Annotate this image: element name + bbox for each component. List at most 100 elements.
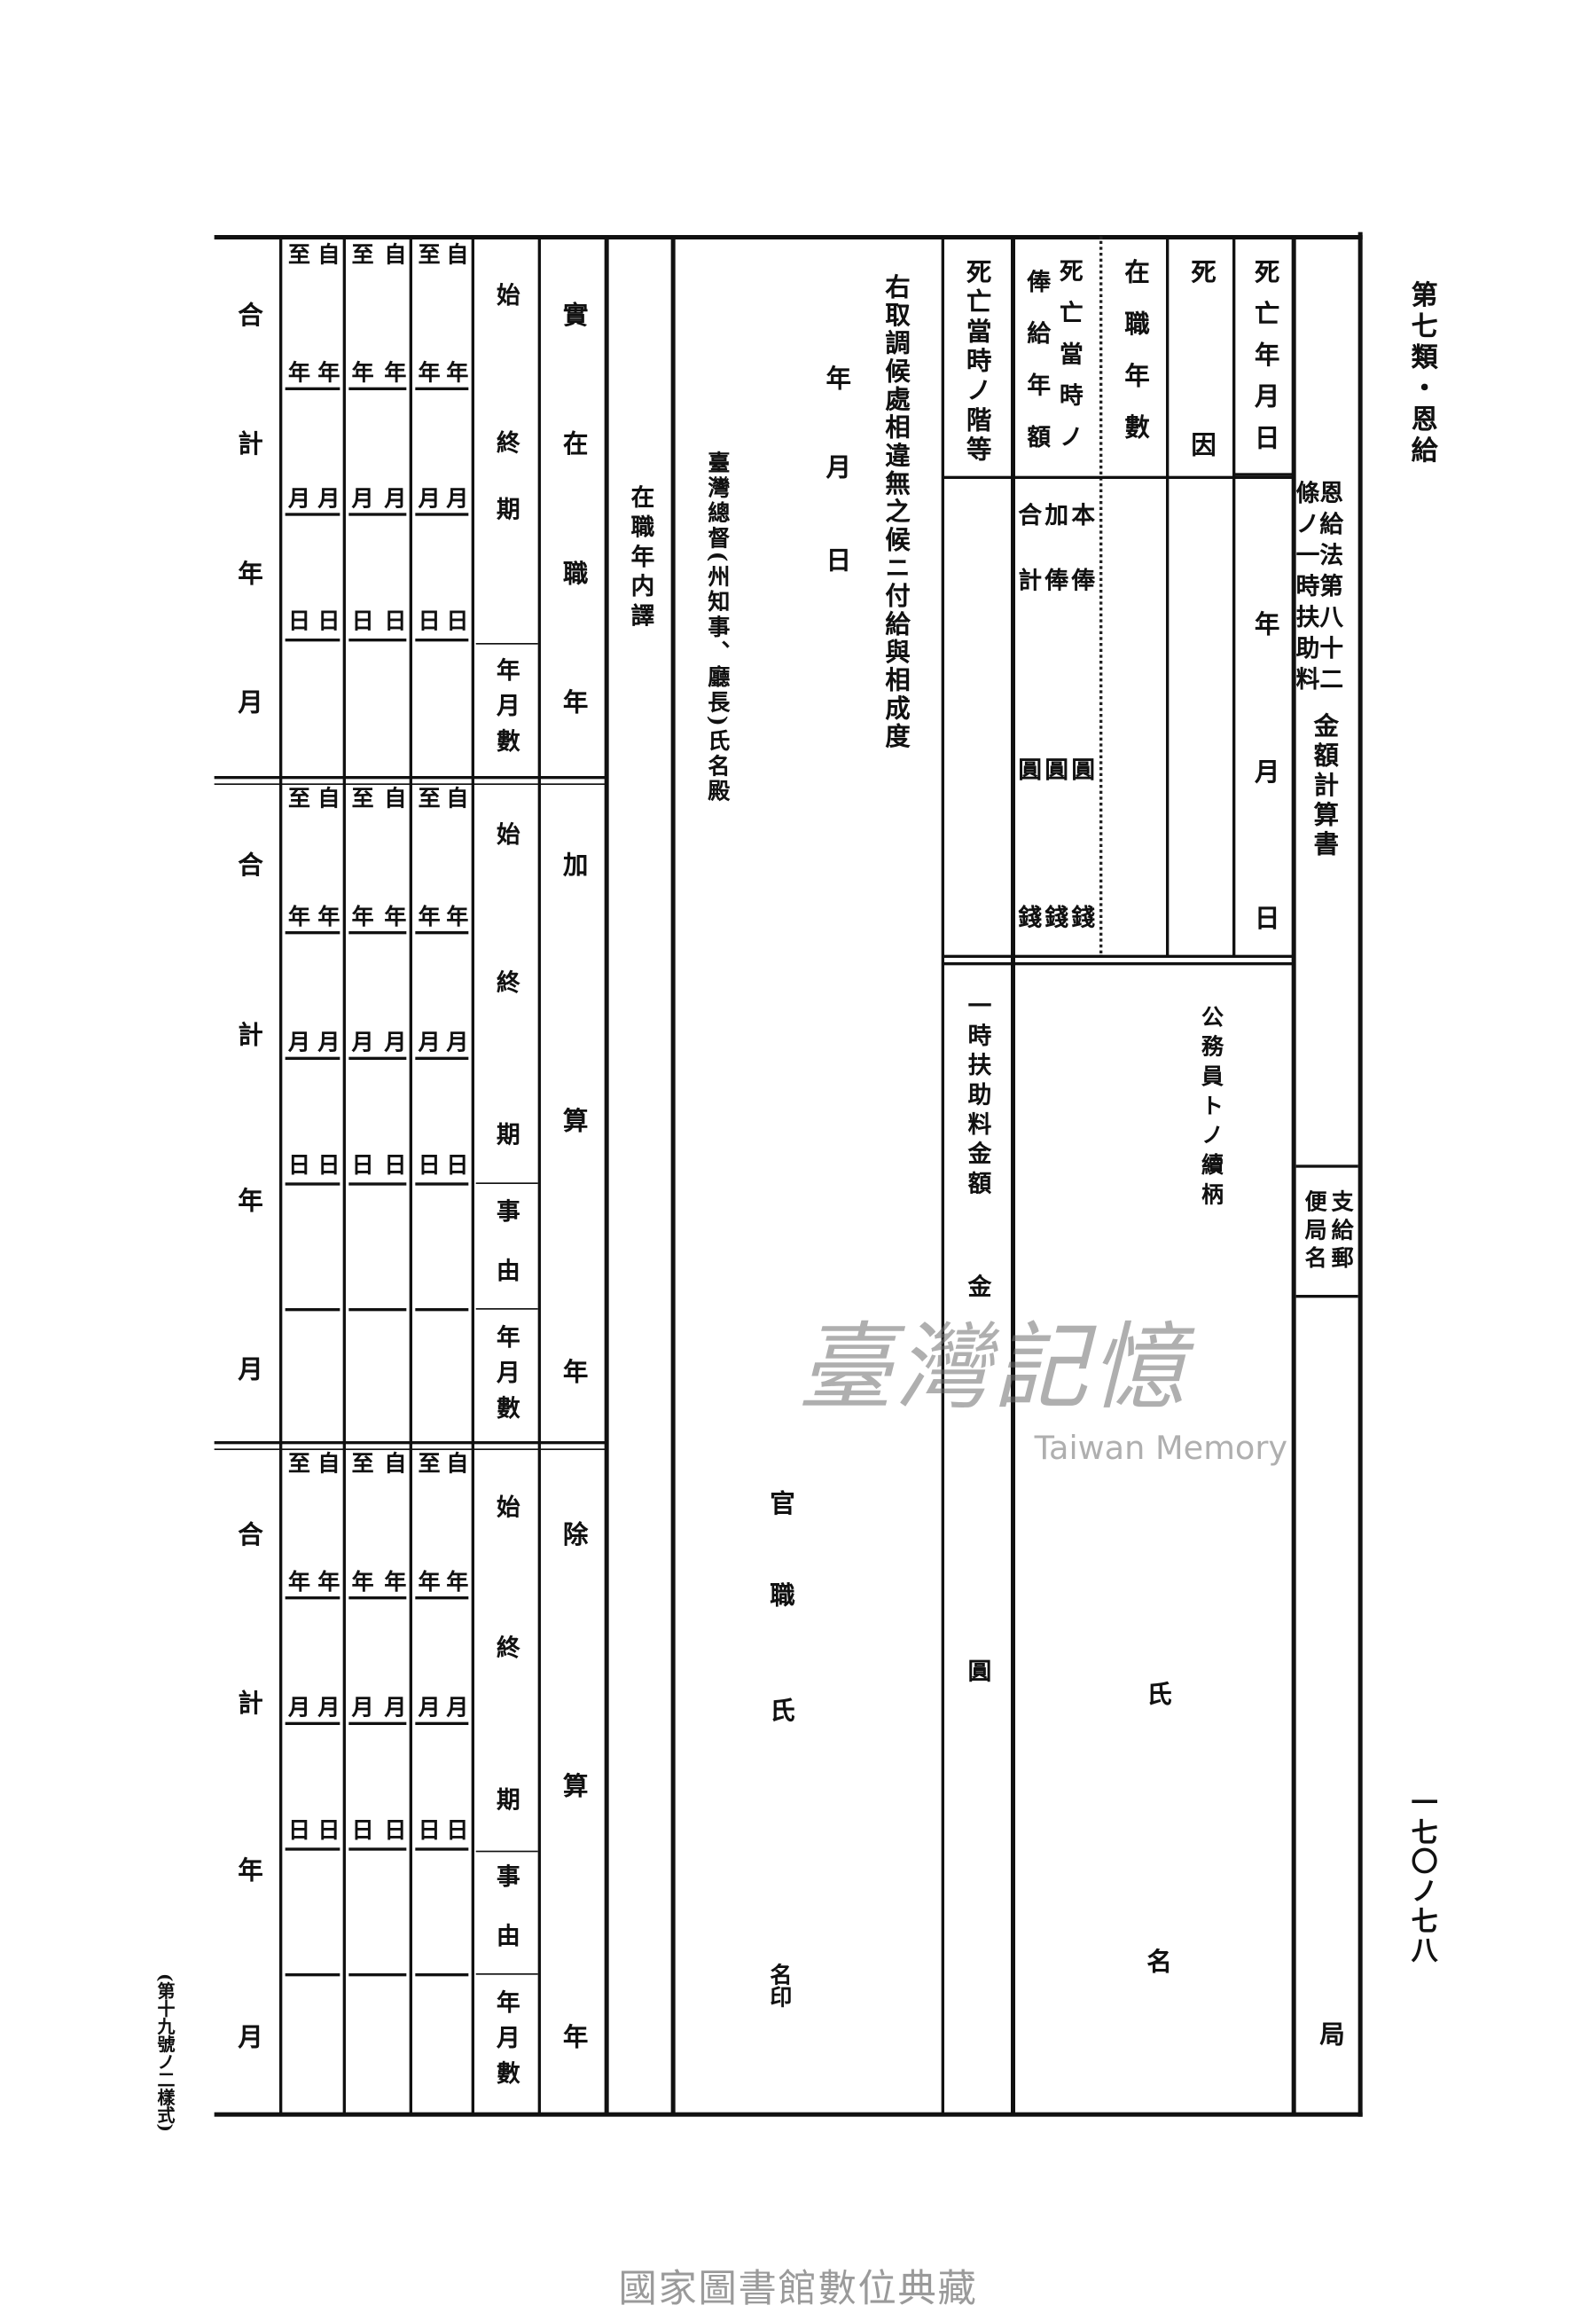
- grid-underline: [415, 931, 469, 935]
- grid-day-label: 日: [415, 1818, 442, 1841]
- grid-month-label: 月: [381, 1030, 409, 1053]
- grid-day-label: 日: [285, 1153, 312, 1176]
- period-label-char: 始: [492, 1494, 520, 1518]
- rank-label: 死亡當時ノ階等: [960, 258, 990, 467]
- count-label: 年月數: [492, 657, 520, 764]
- grid-month-label: 月: [443, 1695, 471, 1718]
- period-label-char: 期: [492, 1787, 520, 1811]
- official-surname-label: 氏: [763, 1697, 794, 1722]
- title-line2: 條ノ一時扶助料: [1291, 480, 1320, 698]
- grid-underline: [348, 1056, 407, 1061]
- section-title-char: 年: [557, 2023, 587, 2050]
- section-separator: [214, 1448, 606, 1451]
- period-separator: [475, 1850, 538, 1853]
- grid-underline: [348, 639, 407, 642]
- grid-day-label: 日: [348, 608, 376, 631]
- section-total-char: 月: [231, 688, 262, 715]
- relation-name-label: 氏: [1140, 1681, 1171, 1706]
- grid-to-label: 至: [285, 1451, 312, 1474]
- grid-underline: [285, 931, 340, 935]
- post-office-suffix: 局: [1313, 2020, 1344, 2046]
- column-divider: [279, 236, 283, 2114]
- grid-month-label: 月: [443, 1030, 471, 1053]
- death-date-label: 死亡年月日: [1248, 258, 1279, 467]
- grid-day-label: 日: [348, 1153, 376, 1176]
- post-office-line: [1295, 1295, 1358, 1298]
- grid-day-label: 日: [415, 608, 442, 631]
- grid-underline: [285, 1596, 340, 1600]
- title-line1: 恩給法第八十二: [1315, 480, 1344, 698]
- grid-month-label: 月: [415, 486, 442, 509]
- section-total-char: 月: [231, 2023, 262, 2050]
- grid-day-label: 日: [381, 1153, 409, 1176]
- grid-year-label: 年: [348, 1570, 376, 1593]
- section-separator: [214, 1441, 606, 1445]
- grid-underline: [415, 1182, 469, 1186]
- period-separator: [475, 1973, 538, 1975]
- certification-addressee: 臺灣總督(州知事、廳長)氏名殿: [705, 451, 732, 805]
- death-date-month: 月: [1248, 758, 1279, 784]
- section-total-char: 年: [231, 560, 262, 586]
- death-cause-label: 因: [1185, 431, 1216, 458]
- reason-label-char: 事: [492, 1198, 520, 1223]
- frame-bottom-line: [214, 2112, 1363, 2117]
- grid-month-label: 月: [443, 486, 471, 509]
- salary-sen-unit: 錢: [1013, 905, 1043, 929]
- amount-prefix: 金: [963, 1274, 992, 1298]
- grid-day-label: 日: [348, 1818, 376, 1841]
- form-note: (第十九號ノ二樣式): [155, 1973, 176, 2132]
- header-separator: [1233, 473, 1294, 476]
- relation-label: 公務員トノ續柄: [1198, 1005, 1225, 1212]
- column-divider: [471, 236, 475, 2114]
- section-title-char: 實: [557, 302, 587, 327]
- grid-from-label: 自: [315, 786, 342, 809]
- period-label-char: 期: [492, 1122, 520, 1146]
- grid-year-label: 年: [285, 1570, 312, 1593]
- salary-yen-unit: 圓: [1040, 757, 1069, 781]
- certification-month: 月: [820, 453, 850, 480]
- grid-underline: [348, 1596, 407, 1600]
- grid-underline: [285, 1308, 340, 1312]
- grid-year-label: 年: [443, 360, 471, 383]
- certification-day: 日: [820, 546, 850, 573]
- service-breakdown-label: 在職年内譯: [626, 484, 655, 633]
- column-divider: [1166, 236, 1170, 959]
- grid-day-label: 日: [443, 1818, 471, 1841]
- grid-day-label: 日: [415, 1153, 442, 1176]
- grid-to-label: 至: [348, 1451, 376, 1474]
- column-divider: [1232, 236, 1236, 959]
- grid-month-label: 月: [285, 1030, 312, 1053]
- grid-month-label: 月: [315, 1030, 342, 1053]
- grid-year-label: 年: [315, 905, 342, 928]
- grid-underline: [415, 1596, 469, 1600]
- salary-label: 俸給年額: [1022, 269, 1052, 476]
- salary-yen-unit: 圓: [1067, 757, 1096, 781]
- section-title-char: 算: [557, 1107, 587, 1133]
- column-divider: [941, 236, 945, 2114]
- official-title-label: 官: [763, 1490, 794, 1516]
- section-title-char: 在: [557, 430, 587, 456]
- grid-month-label: 月: [315, 486, 342, 509]
- grid-day-label: 日: [443, 1153, 471, 1176]
- salary-row-label: 加俸: [1040, 502, 1069, 633]
- header-separator: [943, 475, 1294, 480]
- period-separator: [475, 1308, 538, 1310]
- reason-label-char: 事: [492, 1863, 520, 1888]
- grid-underline: [415, 1847, 469, 1851]
- grid-from-label: 自: [443, 1451, 471, 1474]
- grid-to-label: 至: [415, 786, 442, 809]
- grid-day-label: 日: [381, 1818, 409, 1841]
- salary-yen-unit: 圓: [1013, 757, 1043, 781]
- grid-underline: [415, 1973, 469, 1977]
- death-cause-label: 死: [1185, 258, 1216, 285]
- grid-underline: [415, 513, 469, 516]
- grid-to-label: 至: [285, 786, 312, 809]
- grid-day-label: 日: [443, 608, 471, 631]
- period-label-char: 終: [492, 969, 520, 994]
- column-divider: [1291, 236, 1296, 2114]
- grid-year-label: 年: [381, 1570, 409, 1593]
- section-title-char: 年: [557, 688, 587, 715]
- reason-label-char: 由: [492, 1258, 520, 1282]
- period-separator: [475, 643, 538, 645]
